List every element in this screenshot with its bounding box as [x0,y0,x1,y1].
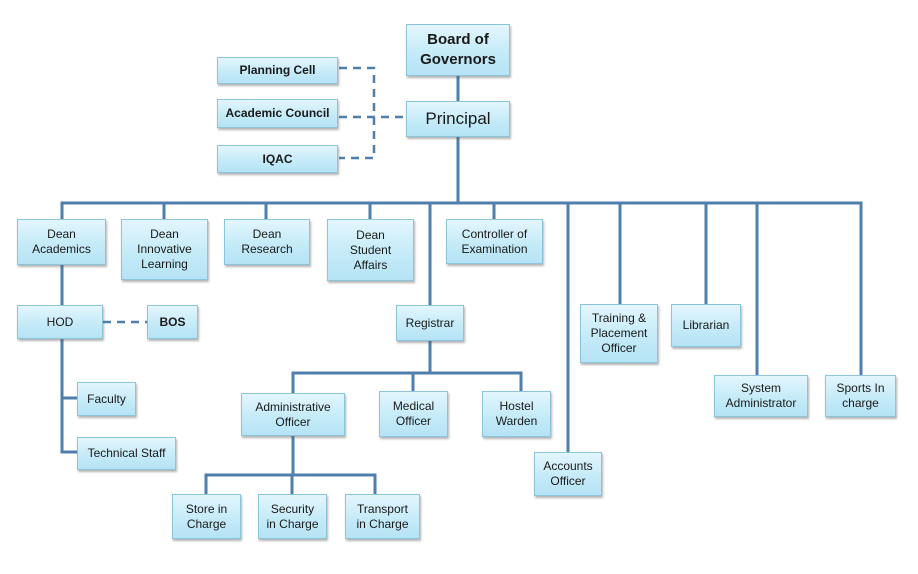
hod-box: HOD [17,305,103,339]
academic-council-box: Academic Council [217,99,338,128]
system-administrator-box: System Administrator [714,375,808,417]
medical-officer-box: Medical Officer [379,391,448,437]
dean-student-affairs-box: Dean Student Affairs [327,219,414,281]
administrative-officer-box: Administrative Officer [241,393,345,436]
accounts-officer-box: Accounts Officer [534,452,602,496]
dean-academics-box: Dean Academics [17,219,106,265]
bos-box: BOS [147,305,198,339]
transport-in-charge-box: Transport in Charge [345,494,420,539]
store-in-charge-box: Store in Charge [172,494,241,539]
controller-of-examination-box: Controller of Examination [446,219,543,264]
link-hod-staff [60,337,79,454]
sports-in-charge-box: Sports In charge [825,375,896,417]
technical-staff-box: Technical Staff [77,437,176,470]
registrar-box: Registrar [396,305,464,341]
librarian-box: Librarian [671,304,741,347]
principal-box: Principal [406,101,510,137]
dean-innovative-learning-box: Dean Innovative Learning [121,219,208,280]
hostel-warden-box: Hostel Warden [482,391,551,437]
dean-research-box: Dean Research [224,219,310,265]
security-in-charge-box: Security in Charge [258,494,327,539]
planning-cell-box: Planning Cell [217,57,338,84]
board-of-governors-box: Board of Governors [406,24,510,76]
training-placement-officer-box: Training & Placement Officer [580,304,658,363]
faculty-box: Faculty [77,382,136,416]
iqac-box: IQAC [217,145,338,173]
link-dash-planning [339,66,376,160]
